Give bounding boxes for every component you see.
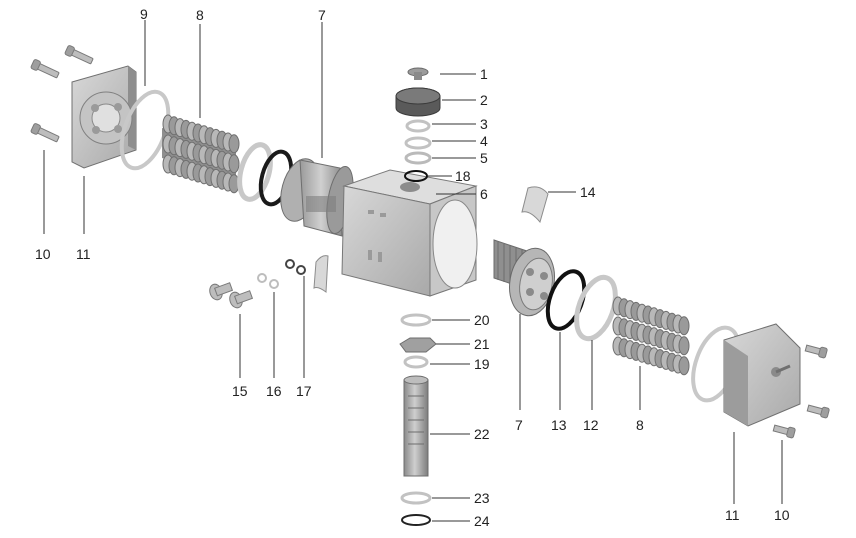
spring-pack-right (612, 296, 690, 376)
callout-5: 5 (480, 150, 488, 166)
callout-6: 6 (480, 186, 488, 202)
left-bolts (30, 45, 94, 143)
callout-18: 18 (455, 168, 471, 184)
callout-19: 19 (474, 356, 490, 372)
left-end-cap (71, 65, 137, 169)
callout-4: 4 (480, 133, 488, 149)
top-indicator-stack (395, 67, 441, 182)
callout-16: 16 (266, 383, 282, 399)
callout-23: 23 (474, 490, 490, 506)
callout-1: 1 (480, 66, 488, 82)
callout-17: 17 (296, 383, 312, 399)
callout-12: 12 (583, 417, 599, 433)
spring-coil (678, 356, 690, 376)
callout-9: 9 (140, 6, 148, 22)
callout-7-right: 7 (515, 417, 523, 433)
callout-11-left: 11 (76, 246, 91, 262)
leader-lines (43, 20, 783, 522)
cam-segment-14 (521, 186, 549, 224)
callout-21: 21 (474, 336, 490, 352)
callout-24: 24 (474, 513, 490, 529)
callout-14: 14 (580, 184, 596, 200)
callout-labels: 1 2 3 4 5 18 6 14 20 21 19 22 23 24 9 8 … (35, 6, 790, 529)
o-ring-left-grey (237, 142, 273, 202)
washers-16-17 (257, 259, 306, 289)
central-housing (341, 169, 478, 297)
cam-segment-17 (313, 255, 329, 293)
callout-2: 2 (480, 92, 488, 108)
right-piston (493, 239, 555, 317)
bottom-shaft-stack (399, 313, 437, 526)
spring-coil (228, 134, 240, 154)
callout-8-right: 8 (636, 417, 644, 433)
stop-screws-15 (209, 282, 254, 309)
callout-22: 22 (474, 426, 490, 442)
callout-10-right: 10 (774, 507, 790, 523)
right-end-cap (723, 323, 801, 427)
spring-coil (678, 316, 690, 336)
o-ring-12 (574, 274, 618, 342)
callout-10-left: 10 (35, 246, 51, 262)
callout-20: 20 (474, 312, 490, 328)
callout-7-left: 7 (318, 7, 326, 23)
callout-3: 3 (480, 116, 488, 132)
right-bolts (772, 344, 830, 439)
spring-coil (678, 336, 690, 356)
callout-15: 15 (232, 383, 248, 399)
spring-pack-left (162, 114, 240, 194)
callout-8-left: 8 (196, 7, 204, 23)
callout-13: 13 (551, 417, 567, 433)
callout-11-right: 11 (725, 507, 740, 523)
spring-coil (228, 154, 240, 174)
